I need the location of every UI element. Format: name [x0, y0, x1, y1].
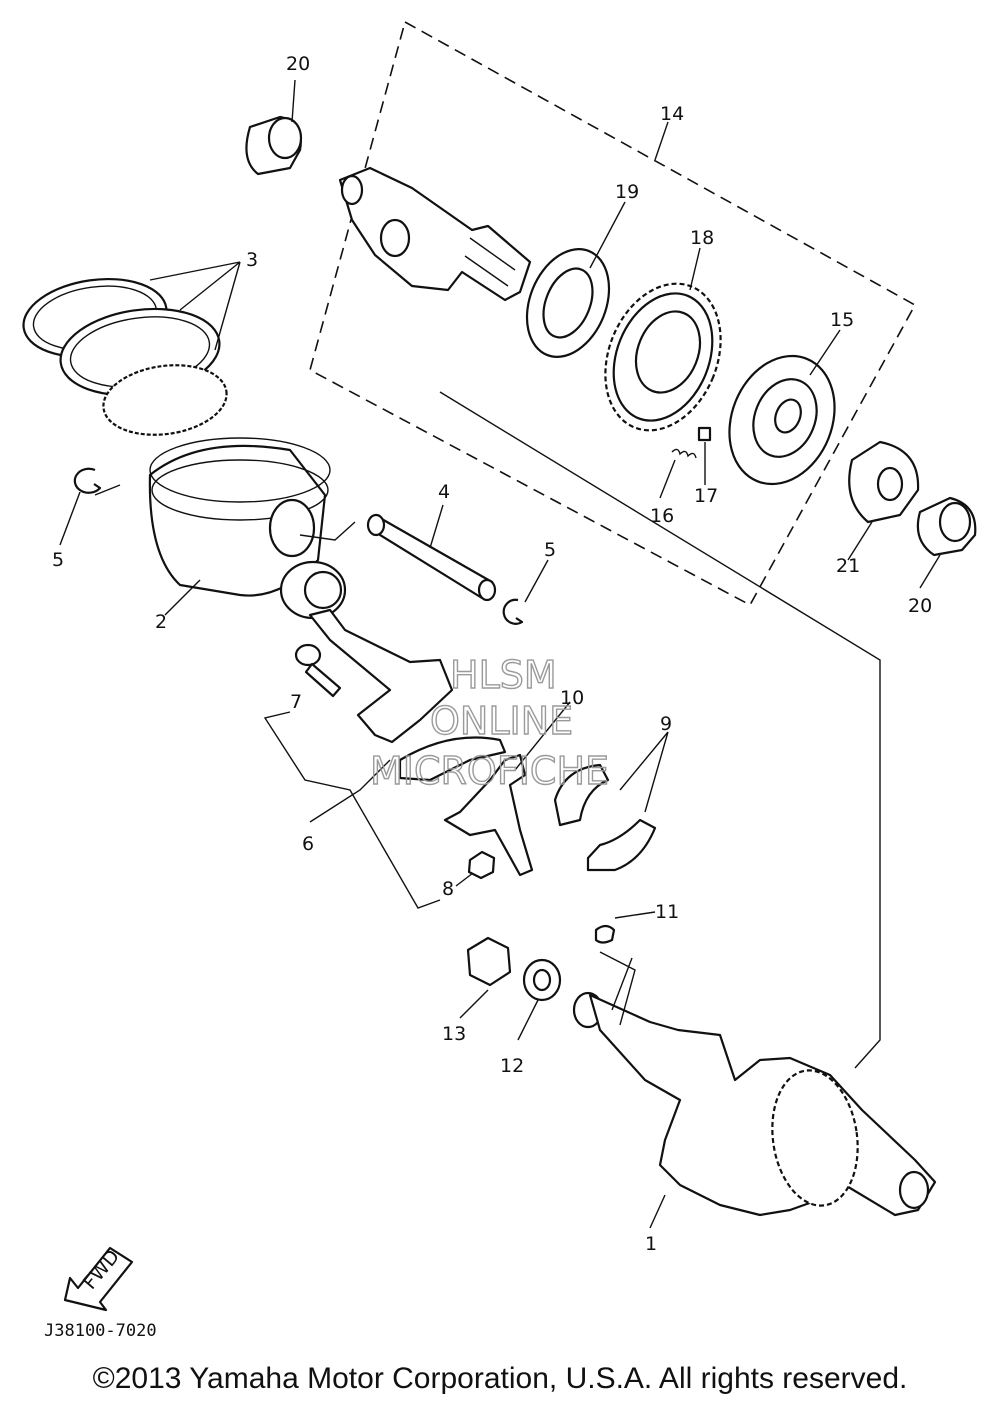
part-2-piston	[148, 437, 331, 597]
part-labels: 20 3 5 2 4 5 7 6 8 10 9 11 13 12 1 14 19…	[52, 53, 932, 1255]
watermark-line2: ONLINE	[430, 699, 573, 743]
label-16: 16	[650, 505, 674, 527]
part-14-balancer-shaft	[338, 166, 532, 302]
part-11-key	[594, 924, 616, 944]
diagram-code: J38100-7020	[44, 1321, 157, 1341]
part-17-pin	[697, 426, 712, 442]
label-2: 2	[155, 611, 167, 633]
part-16-spring	[671, 448, 697, 459]
part-21-bearing	[848, 440, 920, 524]
part-6-connecting-rod	[279, 560, 507, 782]
label-20-top: 20	[286, 53, 310, 75]
assembly-14-dashed-box	[309, 20, 917, 607]
part-20-bushing-lower	[916, 496, 977, 557]
part-12-washer	[522, 958, 562, 1002]
part-13-nut	[466, 936, 512, 987]
part-5-circlip-left	[73, 467, 102, 494]
watermark-line3: MICROFICHE	[370, 749, 609, 793]
part-9-bearing-halves	[553, 763, 657, 872]
label-8: 8	[442, 878, 454, 900]
watermark-line1: HLSM	[450, 653, 557, 697]
part-1-crankshaft	[572, 991, 937, 1217]
label-7: 7	[290, 691, 302, 713]
label-6: 6	[302, 833, 314, 855]
label-19: 19	[615, 181, 639, 203]
part-8-nut	[467, 850, 496, 880]
label-4: 4	[438, 481, 450, 503]
part-7-bolt	[294, 643, 342, 698]
label-15: 15	[830, 309, 854, 331]
label-14: 14	[660, 103, 684, 125]
label-11: 11	[655, 901, 679, 923]
part-15-gear-hub	[728, 354, 836, 486]
part-18-gear	[604, 282, 722, 432]
watermark: HLSM ONLINE MICROFICHE	[369, 652, 609, 793]
label-13: 13	[442, 1023, 466, 1045]
leader-lines	[59, 79, 941, 1229]
part-10-slinger	[443, 753, 534, 877]
label-18: 18	[690, 227, 714, 249]
label-21: 21	[836, 555, 860, 577]
forward-arrow-icon: FWD	[63, 1246, 134, 1312]
label-20-lower: 20	[908, 595, 932, 617]
part-3-piston-rings	[22, 277, 228, 436]
label-10: 10	[560, 687, 584, 709]
part-19-washer	[525, 248, 611, 358]
copyright-notice: ©2013 Yamaha Motor Corporation, U.S.A. A…	[92, 1362, 908, 1395]
label-3: 3	[246, 249, 258, 271]
label-17: 17	[694, 485, 718, 507]
label-1: 1	[645, 1233, 657, 1255]
part-20-bushing-top	[245, 115, 303, 176]
label-5-right: 5	[544, 539, 556, 561]
label-9: 9	[660, 713, 672, 735]
label-12: 12	[500, 1055, 524, 1077]
part-4-piston-pin	[366, 513, 497, 602]
part-5-circlip-right	[502, 598, 524, 625]
label-5-left: 5	[52, 549, 64, 571]
